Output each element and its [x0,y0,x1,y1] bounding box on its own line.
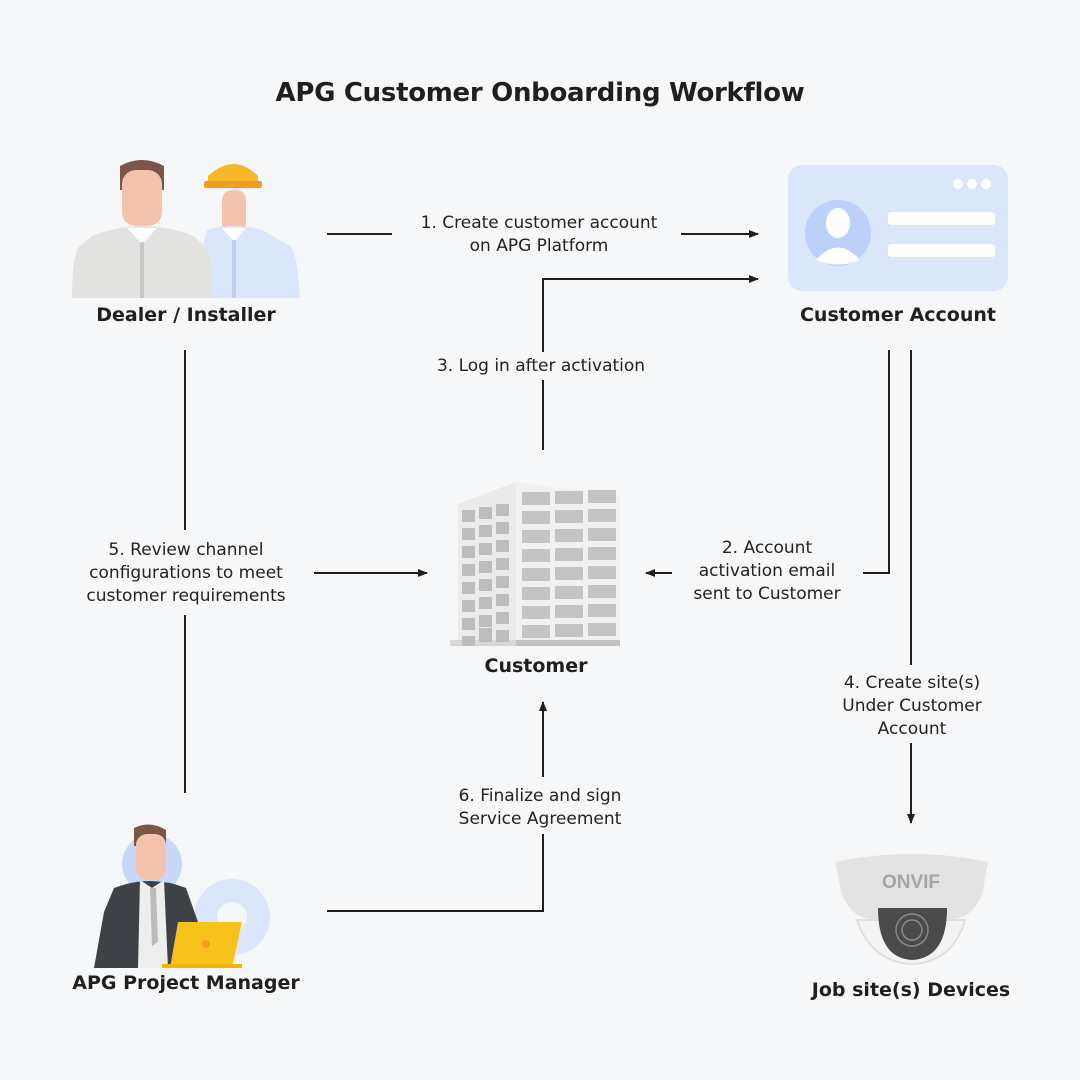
building-window [496,522,509,534]
dome-camera-icon: ONVIF [835,854,988,966]
building-window [555,529,583,542]
building-window [522,587,550,600]
node-dealer-installer: Dealer / Installer [96,304,276,326]
arrow-step6-bottom-segment [327,834,544,912]
arrow-step2-right-segment [863,350,890,574]
building-window [555,491,583,504]
building-window [555,624,583,637]
building-window [588,623,616,636]
camera-brand-label: ONVIF [882,872,940,893]
step-6-label: 6. Finalize and sign Service Agreement [458,786,622,829]
arrow-step3 [542,275,759,450]
building-window [479,597,492,609]
node-customer-account: Customer Account [799,304,997,326]
building-window [479,579,492,591]
step-5-label: 5. Review channel configurations to meet… [86,540,286,606]
building-window [588,585,616,598]
building-window [479,507,492,519]
building-window [522,568,550,581]
node-apg-project-manager: APG Project Manager [72,972,300,994]
office-building-icon [450,482,620,646]
building-window [496,576,509,588]
building-window [462,582,475,594]
dealer-figure [72,160,212,298]
building-window [479,543,492,555]
building-window [588,566,616,579]
building-window [462,636,475,646]
building-window [522,549,550,562]
building-window [522,625,550,638]
building-window [462,510,475,522]
step-4-label: 4. Create site(s) Under Customer Account [842,673,982,739]
building-window [496,558,509,570]
building-window [555,567,583,580]
building-window [588,604,616,617]
building-window [496,504,509,516]
step-2-label: 2. Account activation email sent to Cust… [693,538,841,604]
building-window [522,530,550,543]
installer-figure [190,164,300,298]
building-window [496,594,509,606]
building-window [496,630,509,642]
building-window [588,547,616,560]
building-window [588,490,616,503]
building-window [462,564,475,576]
building-window [462,528,475,540]
building-window [522,492,550,505]
hardhat-icon [208,164,258,184]
building-window [588,528,616,541]
building-window [479,525,492,537]
diagram-title: APG Customer Onboarding Workflow [275,78,805,108]
node-job-site-devices: Job site(s) Devices [811,979,1011,1001]
building-window [462,618,475,630]
node-customer: Customer [484,655,588,677]
building-window [462,600,475,612]
step-3-label: 3. Log in after activation [436,356,646,376]
step-1-label: 1. Create customer account on APG Platfo… [420,213,658,256]
building-door [479,628,492,642]
building-window [555,605,583,618]
building-window [555,548,583,561]
project-manager-icon [94,824,270,968]
building-window [496,540,509,552]
dealer-installer-icon [72,160,300,298]
building-window [555,510,583,523]
customer-account-card-icon [788,165,1008,291]
building-window [522,606,550,619]
building-window [479,615,492,627]
building-window [496,612,509,624]
building-window [479,561,492,573]
building-window [522,511,550,524]
building-window [555,586,583,599]
building-window [462,546,475,558]
building-window [588,509,616,522]
